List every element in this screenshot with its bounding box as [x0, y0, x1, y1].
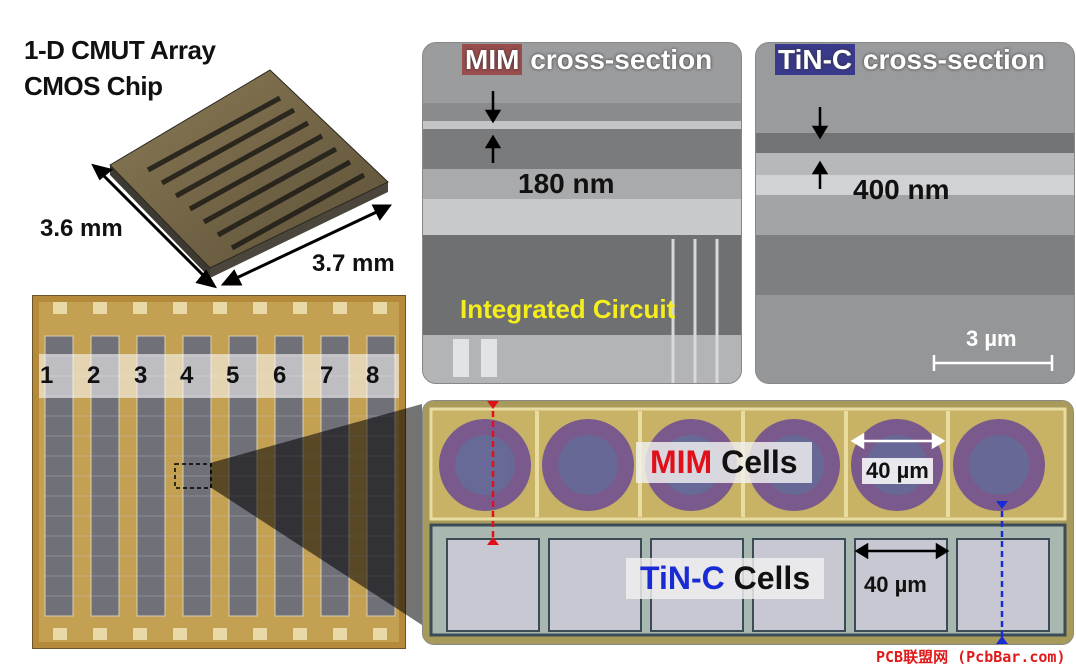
tinc-pitch-label: 40 µm	[864, 572, 927, 597]
column-label-6: 6	[273, 362, 287, 389]
integrated-circuit-label: Integrated Circuit	[460, 294, 676, 324]
mim-pitch-label: 40 µm	[862, 458, 933, 484]
tinc-cells-rest: Cells	[724, 560, 811, 596]
chip-title: 1-D CMUT Array CMOS Chip	[24, 32, 216, 104]
mim-cells-rest: Cells	[712, 444, 798, 480]
column-label-1: 1	[40, 362, 54, 389]
sem-mim-thickness: 180 nm	[518, 168, 615, 199]
cells-panel	[422, 400, 1074, 645]
sem-tinc-title: TiN-C cross-section	[775, 44, 1045, 76]
cells-image	[423, 401, 1073, 644]
column-label-2: 2	[87, 362, 101, 389]
column-label-3: 3	[134, 362, 148, 389]
sem-tinc-highlight: TiN-C	[775, 44, 856, 75]
sem-tinc-title-rest: cross-section	[855, 44, 1046, 75]
length-dimension: 3.7 mm	[312, 250, 395, 277]
mim-cells-highlight: MIM	[650, 444, 713, 480]
tinc-cells-label: TiN-C Cells	[626, 558, 825, 599]
title-line-1: 1-D CMUT Array	[24, 35, 216, 65]
sem-mim-title: MIM cross-section	[462, 44, 712, 76]
column-label-4: 4	[180, 362, 194, 389]
sem-mim-panel	[422, 42, 742, 384]
sem-tinc-panel	[755, 42, 1075, 384]
mim-cells-label: MIM Cells	[636, 442, 812, 483]
column-label-8: 8	[366, 362, 380, 389]
sem-mim-title-rest: cross-section	[522, 44, 713, 75]
width-dimension: 3.6 mm	[40, 215, 123, 242]
sem-mim-image	[423, 43, 741, 383]
column-label-7: 7	[320, 362, 334, 389]
watermark: PCB联盟网 (PcbBar.com)	[876, 648, 1066, 666]
title-line-2: CMOS Chip	[24, 71, 163, 101]
column-label-5: 5	[226, 362, 240, 389]
sem-tinc-thickness: 400 nm	[853, 174, 950, 205]
scale-bar-label: 3 µm	[966, 326, 1017, 351]
tinc-cells-highlight: TiN-C	[640, 560, 725, 596]
chip-3d-illustration	[91, 69, 392, 289]
sem-tinc-image	[756, 43, 1074, 383]
sem-mim-highlight: MIM	[462, 44, 523, 75]
